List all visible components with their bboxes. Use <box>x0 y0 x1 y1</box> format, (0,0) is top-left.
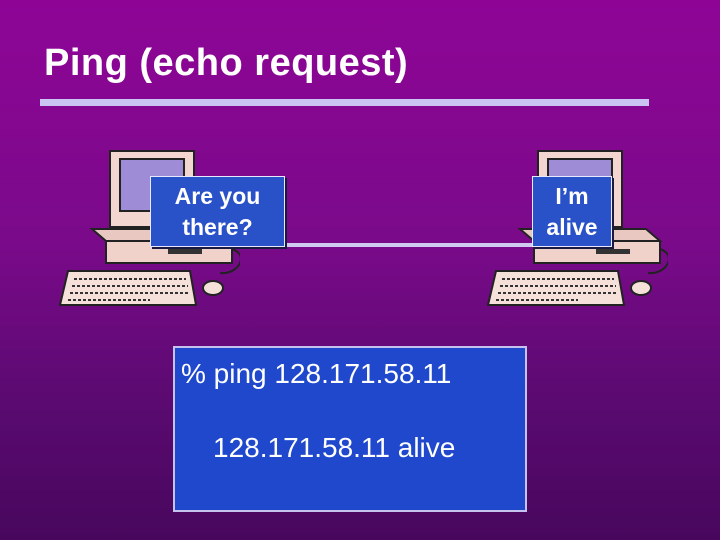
reply-bubble-line2: alive <box>546 212 597 243</box>
reply-bubble-line1: I’m <box>546 181 597 212</box>
request-bubble: Are you there? <box>150 176 285 247</box>
title-underline <box>40 99 649 106</box>
ping-result-text: 128.171.58.11 alive <box>213 432 455 464</box>
terminal-output-box: % ping 128.171.58.11 128.171.58.11 alive <box>173 346 527 512</box>
request-bubble-line2: there? <box>175 212 261 243</box>
reply-bubble: I’m alive <box>532 176 612 247</box>
slide-title: Ping (echo request) <box>44 42 408 85</box>
ping-command-text: % ping 128.171.58.11 <box>181 358 451 390</box>
request-bubble-line1: Are you <box>175 181 261 212</box>
